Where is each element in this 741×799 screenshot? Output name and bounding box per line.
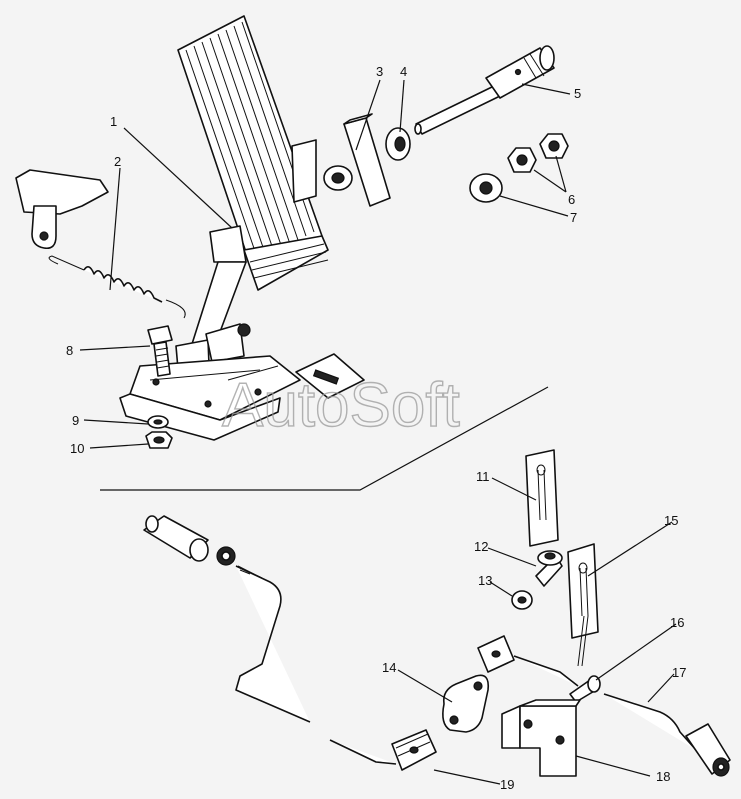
plate-14-part <box>442 674 490 733</box>
bracket-18-part <box>501 699 581 777</box>
washer-13-part <box>511 590 533 610</box>
washer-part <box>147 415 169 429</box>
callout-18: 18 <box>656 769 670 784</box>
nut-part <box>145 431 173 449</box>
shaft-part <box>414 45 555 135</box>
nuts-6-part <box>507 133 569 173</box>
callout-7: 7 <box>570 210 577 225</box>
spring-anchor-bracket <box>15 169 109 250</box>
callout-11: 11 <box>476 469 490 484</box>
callout-4: 4 <box>400 64 407 79</box>
clevis-rod-part <box>477 635 579 687</box>
callout-8: 8 <box>66 343 73 358</box>
callout-10: 10 <box>70 441 84 456</box>
callout-14: 14 <box>382 660 396 675</box>
washer-7-part <box>469 173 503 203</box>
callout-5: 5 <box>574 86 581 101</box>
clevis-19-part <box>391 729 437 771</box>
rod-17-part <box>603 693 731 777</box>
lever-part <box>323 113 391 207</box>
callout-19: 19 <box>500 777 514 792</box>
watermark-text: AutoSoft <box>222 371 460 440</box>
callout-3: 3 <box>376 64 383 79</box>
callout-2: 2 <box>114 154 121 169</box>
return-spring-part <box>48 255 186 319</box>
callout-6: 6 <box>568 192 575 207</box>
connecting-rod-part <box>235 565 397 765</box>
slotted-plate <box>295 353 365 399</box>
nut-4-part <box>385 127 411 161</box>
callout-12: 12 <box>474 539 488 554</box>
section-divider-line <box>100 386 549 491</box>
pedal-part <box>177 15 329 291</box>
cotter-pin-11-tag <box>525 449 559 547</box>
callout-15: 15 <box>664 513 678 528</box>
base-bracket <box>119 355 301 441</box>
callout-13: 13 <box>478 573 492 588</box>
pin-16-part <box>569 675 601 703</box>
leader-lines <box>79 79 677 785</box>
callout-16: 16 <box>670 615 684 630</box>
sleeve-part <box>143 515 236 566</box>
callout-1: 1 <box>110 114 117 129</box>
pin-12-part <box>535 550 563 587</box>
cotter-pin-15-tag <box>567 543 599 667</box>
callout-9: 9 <box>72 413 79 428</box>
bolt-part <box>147 325 173 377</box>
callout-17: 17 <box>672 665 686 680</box>
